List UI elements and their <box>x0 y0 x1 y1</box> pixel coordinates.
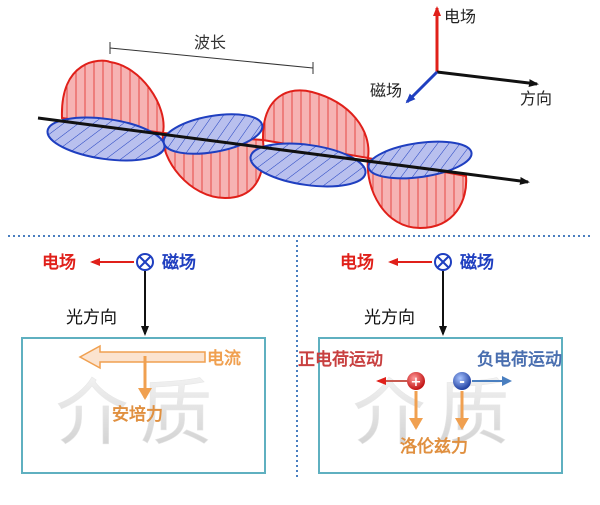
left-medium-box <box>21 337 266 474</box>
em-wave: 波长 <box>37 33 530 230</box>
positive-charge-icon: + <box>407 372 425 390</box>
propagation-axis <box>37 116 530 185</box>
left-magnetic-label: 磁场 <box>162 252 196 273</box>
current-label: 电流 <box>207 348 241 369</box>
lorentz-force-label: 洛伦兹力 <box>400 436 468 457</box>
ampere-force-label: 安培力 <box>112 404 163 425</box>
svg-text:-: - <box>459 374 465 390</box>
axis-magnetic-label: 磁场 <box>370 81 402 100</box>
right-panel: 电场 磁场 光方向 介质 正电荷运动 负电荷运动 + - 洛伦兹力 <box>298 252 563 474</box>
axis-electric-label: 电场 <box>444 7 476 26</box>
right-light-direction-label: 光方向 <box>364 308 415 328</box>
positive-charge-motion-label: 正电荷运动 <box>298 349 383 370</box>
left-light-direction-label: 光方向 <box>66 308 117 328</box>
left-electric-label: 电场 <box>42 252 76 273</box>
left-panel: 电场 磁场 光方向 介质 电流 安培力 <box>21 252 266 474</box>
right-electric-label: 电场 <box>340 252 374 273</box>
svg-text:+: + <box>411 375 422 390</box>
negative-charge-motion-label: 负电荷运动 <box>477 349 562 370</box>
right-medium-box <box>318 337 563 474</box>
wavelength-bracket <box>109 42 314 74</box>
left-medium-text: 介质 <box>56 371 224 455</box>
wavelength-label: 波长 <box>194 33 226 52</box>
magnetic-into-page-icon <box>434 253 452 271</box>
axes-legend: 电场 磁场 方向 <box>370 6 552 108</box>
magnetic-into-page-icon <box>136 253 154 271</box>
current-arrow <box>78 344 206 370</box>
negative-charge-icon: - <box>453 372 471 390</box>
right-magnetic-label: 磁场 <box>460 252 494 273</box>
axis-direction-label: 方向 <box>520 89 552 108</box>
